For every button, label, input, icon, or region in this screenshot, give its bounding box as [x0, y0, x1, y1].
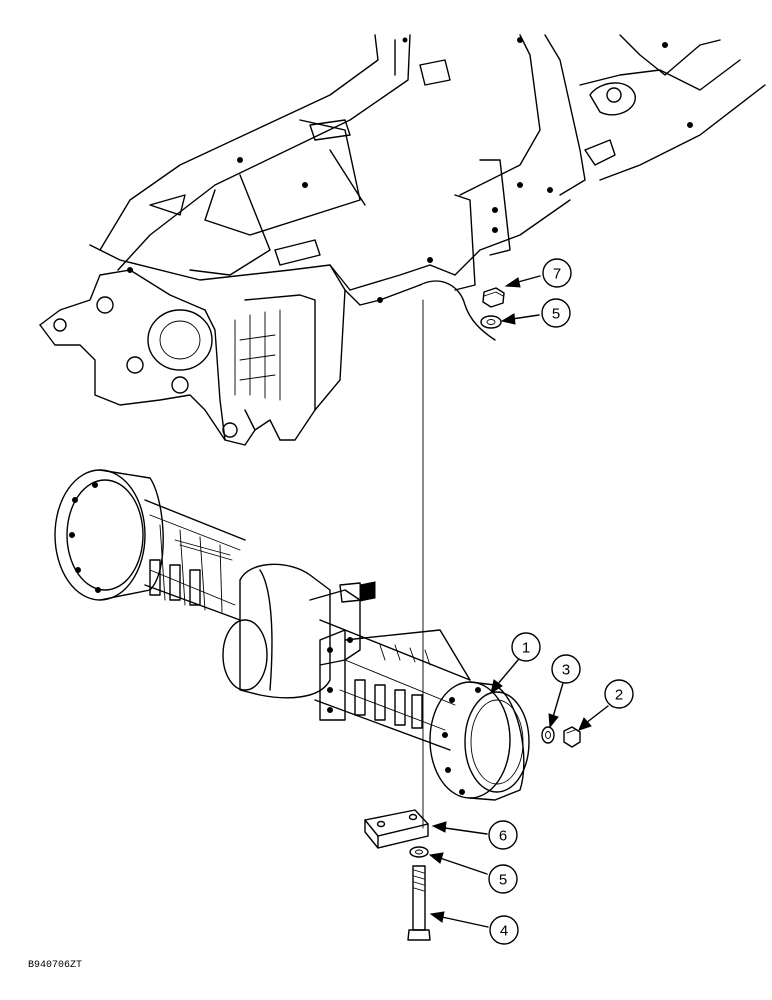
top-nut [482, 287, 505, 308]
document-id: B940706ZT [28, 960, 82, 971]
callout-1-number: 1 [522, 640, 530, 657]
callout-2-number: 2 [615, 687, 623, 704]
bolt [407, 865, 431, 941]
callout-4: 4 [429, 911, 519, 945]
axle-nut [563, 726, 581, 748]
callout-5-top-number: 5 [552, 306, 560, 323]
callout-1: 1 [490, 632, 541, 695]
mounting-plate [364, 809, 429, 849]
callout-6-number: 6 [499, 828, 507, 845]
chassis-frame [39, 34, 766, 446]
bottom-washer [409, 846, 429, 858]
callout-3: 3 [548, 654, 581, 729]
top-washer [480, 315, 502, 329]
callout-5-bottom-number: 5 [499, 872, 507, 889]
callout-2: 2 [578, 679, 634, 731]
callout-7-number: 7 [553, 266, 561, 283]
callout-6: 6 [431, 820, 518, 850]
axle-washer [541, 726, 555, 744]
callout-3-number: 3 [562, 662, 570, 679]
callout-5-bottom: 5 [428, 852, 518, 894]
callout-5-top: 5 [500, 298, 571, 328]
callout-7: 7 [504, 258, 572, 288]
callout-4-number: 4 [500, 923, 508, 940]
axle-assembly [54, 469, 530, 801]
